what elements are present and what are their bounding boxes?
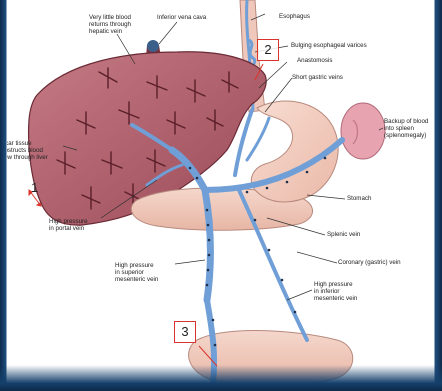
slide-bottom-bar (0, 365, 442, 391)
label-stomach: Stomach (347, 195, 371, 202)
marker-3: 3 (174, 321, 196, 343)
label-backup-spleen: Backup of blood into spleen (splenomegal… (384, 118, 428, 140)
label-high-pressure-portal: High pressure in portal vein (49, 218, 88, 232)
marker-2: 2 (257, 39, 279, 61)
label-inferior-vena-cava: Inferior vena cava (157, 14, 206, 21)
label-very-little-blood: Very little blood returns through hepati… (89, 14, 131, 36)
ivc-top (147, 40, 159, 52)
label-anastomosis: Anastomosis (297, 57, 332, 64)
label-bulging-varices: Bulging esophageal varices (291, 42, 367, 49)
marker-1: 1 (31, 180, 38, 195)
label-coronary-vein: Coronary (gastric) vein (338, 259, 401, 266)
label-short-gastric-veins: Short gastric veins (292, 74, 343, 81)
label-high-pressure-inferior: High pressure in inferior mesenteric vei… (314, 281, 357, 303)
spleen-shape (341, 103, 385, 159)
label-high-pressure-superior: High pressure in superior mesenteric vei… (115, 262, 158, 284)
label-esophagus: Esophagus (279, 13, 310, 20)
label-splenic-vein: Splenic vein (327, 231, 360, 238)
label-scar-tissue: Scar tissue obstructs blood flow through… (7, 140, 48, 162)
diagram-canvas: Very little blood returns through hepati… (7, 0, 434, 391)
